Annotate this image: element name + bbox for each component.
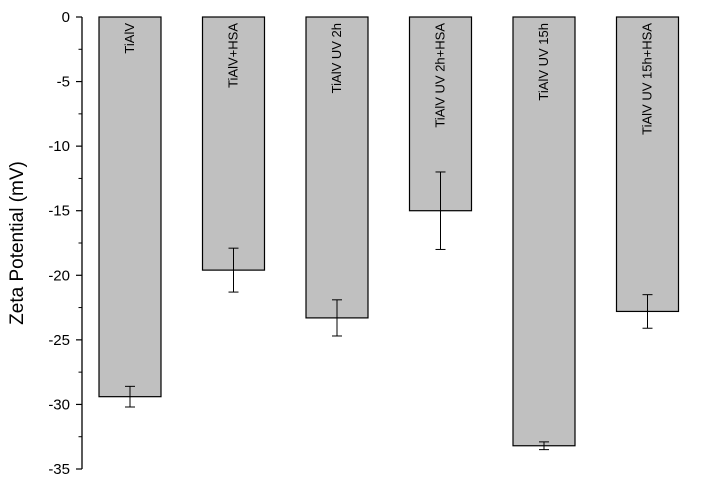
y-tick-label: -5 bbox=[57, 74, 70, 91]
bar-label: TiAlV UV 2h bbox=[329, 23, 344, 93]
y-axis-title: Zeta Potential (mV) bbox=[7, 161, 28, 325]
bar bbox=[201, 16, 266, 271]
bar-label: TiAlV bbox=[122, 23, 137, 54]
y-tick-label: -10 bbox=[48, 138, 70, 155]
y-tick-label: -30 bbox=[48, 396, 70, 413]
bar-label: TiAlV UV 15h bbox=[536, 23, 551, 101]
y-tick-label: -15 bbox=[48, 203, 70, 220]
bar-label: TiAlV UV 15h+HSA bbox=[640, 23, 655, 135]
y-axis: 0 -5 -10 -15 -20 -25 -30 -35 bbox=[48, 9, 83, 478]
bar bbox=[512, 16, 576, 447]
bar bbox=[98, 16, 162, 398]
bar-label: TiAlV UV 2h+HSA bbox=[433, 23, 448, 128]
y-tick-label: 0 bbox=[62, 9, 70, 26]
bars-layer bbox=[98, 16, 680, 447]
bar bbox=[305, 16, 369, 319]
y-tick-label: -25 bbox=[48, 332, 70, 349]
y-tick-label: -20 bbox=[48, 267, 70, 284]
bar bbox=[408, 16, 473, 212]
bar-labels-layer: TiAlV TiAlV+HSA TiAlV UV 2h TiAlV UV 2h+HSA… bbox=[122, 23, 655, 135]
y-tick-label: -35 bbox=[48, 461, 70, 478]
error-bars-layer bbox=[125, 171, 653, 451]
bar-label: TiAlV+HSA bbox=[226, 23, 241, 88]
bar bbox=[615, 16, 680, 313]
